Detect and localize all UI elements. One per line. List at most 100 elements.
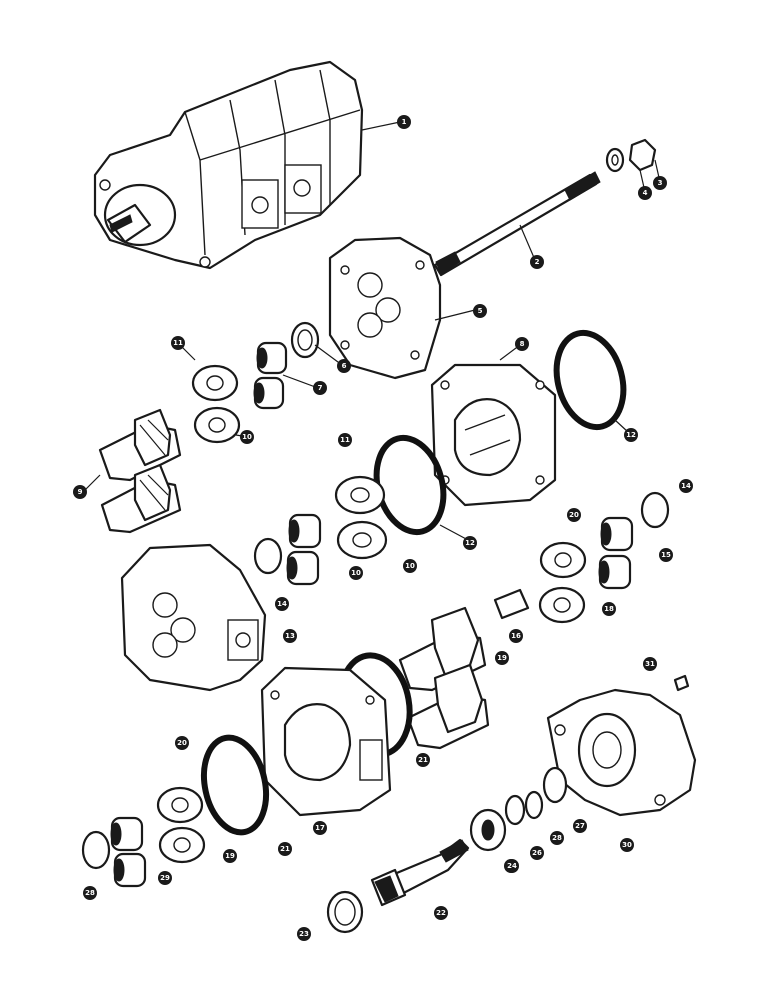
callout-16: 16 xyxy=(509,629,523,643)
svg-text:21: 21 xyxy=(418,756,428,764)
svg-text:13: 13 xyxy=(285,632,295,640)
bearings-pair-lower xyxy=(110,816,147,888)
callout-30: 30 xyxy=(620,838,634,852)
callout-19b: 19 xyxy=(223,849,237,863)
end-plate xyxy=(328,236,442,380)
svg-text:12: 12 xyxy=(626,431,636,439)
seal-27 xyxy=(542,766,568,804)
callout-27: 27 xyxy=(573,819,587,833)
seal-mid xyxy=(253,537,283,575)
svg-text:30: 30 xyxy=(622,841,632,849)
mounting-flange xyxy=(546,688,697,817)
callout-10: 10 xyxy=(240,430,254,444)
tie-bolt xyxy=(433,171,601,277)
bearings-pair-top xyxy=(253,341,288,410)
svg-text:21: 21 xyxy=(280,845,290,853)
callout-28: 28 xyxy=(550,831,564,845)
gear-shafts-top xyxy=(98,408,182,534)
ring-28 xyxy=(524,790,544,820)
gear-shafts-mid xyxy=(398,606,490,750)
callout-10c: 10 xyxy=(349,566,363,580)
svg-text:14: 14 xyxy=(277,600,287,608)
o-ring-lower xyxy=(201,734,269,836)
svg-text:20: 20 xyxy=(177,739,187,747)
svg-text:16: 16 xyxy=(511,632,521,640)
middle-housing xyxy=(120,543,267,692)
callout-22: 22 xyxy=(434,906,448,920)
nut-washer xyxy=(605,138,657,173)
svg-text:18: 18 xyxy=(604,605,614,613)
svg-text:10: 10 xyxy=(351,569,361,577)
svg-text:6: 6 xyxy=(342,362,347,370)
callout-3: 3 xyxy=(653,176,667,190)
callout-20: 20 xyxy=(567,508,581,522)
callout-18: 18 xyxy=(602,602,616,616)
callout-4: 4 xyxy=(638,186,652,200)
callout-8: 8 xyxy=(515,337,529,351)
callout-9: 9 xyxy=(73,485,87,499)
pump-assembly xyxy=(93,60,364,270)
svg-text:1: 1 xyxy=(402,118,407,126)
svg-text:28: 28 xyxy=(552,834,562,842)
svg-text:10: 10 xyxy=(405,562,415,570)
callout-1: 1 xyxy=(397,115,411,129)
ring-25 xyxy=(504,794,526,826)
callout-23: 23 xyxy=(297,927,311,941)
svg-text:5: 5 xyxy=(478,307,483,315)
svg-text:17: 17 xyxy=(315,824,325,832)
svg-text:11: 11 xyxy=(173,339,183,347)
o-ring-top-right xyxy=(553,329,627,431)
svg-text:19: 19 xyxy=(497,654,507,662)
svg-text:9: 9 xyxy=(78,488,83,496)
svg-text:15: 15 xyxy=(661,551,671,559)
drive-shaft xyxy=(370,838,470,907)
callout-21: 21 xyxy=(416,753,430,767)
bearings-pair-mid xyxy=(286,513,322,586)
svg-text:8: 8 xyxy=(520,340,525,348)
callout-15: 15 xyxy=(659,548,673,562)
callout-14b: 14 xyxy=(275,597,289,611)
svg-text:22: 22 xyxy=(436,909,446,917)
callout-29: 29 xyxy=(158,871,172,885)
callout-14: 14 xyxy=(679,479,693,493)
gear-housing-lower xyxy=(260,666,392,817)
callout-26: 26 xyxy=(530,846,544,860)
callout-20b: 20 xyxy=(175,736,189,750)
callout-19: 19 xyxy=(495,651,509,665)
svg-text:20: 20 xyxy=(569,511,579,519)
callout-31: 31 xyxy=(643,657,657,671)
svg-text:29: 29 xyxy=(160,874,170,882)
svg-text:4: 4 xyxy=(643,189,648,197)
callouts: 1 2 3 4 5 6 7 8 9 10 11 12 12 11 10 10 1… xyxy=(73,115,693,941)
svg-text:31: 31 xyxy=(645,660,655,668)
seal-right xyxy=(640,491,670,529)
svg-text:11: 11 xyxy=(340,436,350,444)
bearings-pair-right xyxy=(598,516,634,590)
callout-2: 2 xyxy=(530,255,544,269)
callout-12b: 12 xyxy=(463,536,477,550)
svg-text:12: 12 xyxy=(465,539,475,547)
wear-plate-mid xyxy=(334,475,388,560)
callout-5: 5 xyxy=(473,304,487,318)
callout-10b: 10 xyxy=(403,559,417,573)
plug xyxy=(673,674,690,692)
svg-text:26: 26 xyxy=(532,849,542,857)
svg-text:28: 28 xyxy=(85,889,95,897)
callout-11b: 11 xyxy=(338,433,352,447)
svg-text:3: 3 xyxy=(658,179,663,187)
svg-text:19: 19 xyxy=(225,852,235,860)
callout-17: 17 xyxy=(313,821,327,835)
callout-11: 11 xyxy=(171,336,185,350)
svg-text:14: 14 xyxy=(681,482,691,490)
callout-6: 6 xyxy=(337,359,351,373)
wear-plate-lower xyxy=(156,786,206,864)
svg-text:2: 2 xyxy=(535,258,540,266)
callout-7: 7 xyxy=(313,381,327,395)
svg-text:7: 7 xyxy=(318,384,323,392)
svg-text:23: 23 xyxy=(299,930,309,938)
callout-21b: 21 xyxy=(278,842,292,856)
callout-13: 13 xyxy=(283,629,297,643)
svg-text:27: 27 xyxy=(575,822,585,830)
callout-28b: 28 xyxy=(83,886,97,900)
gear-housing-top xyxy=(430,363,557,507)
